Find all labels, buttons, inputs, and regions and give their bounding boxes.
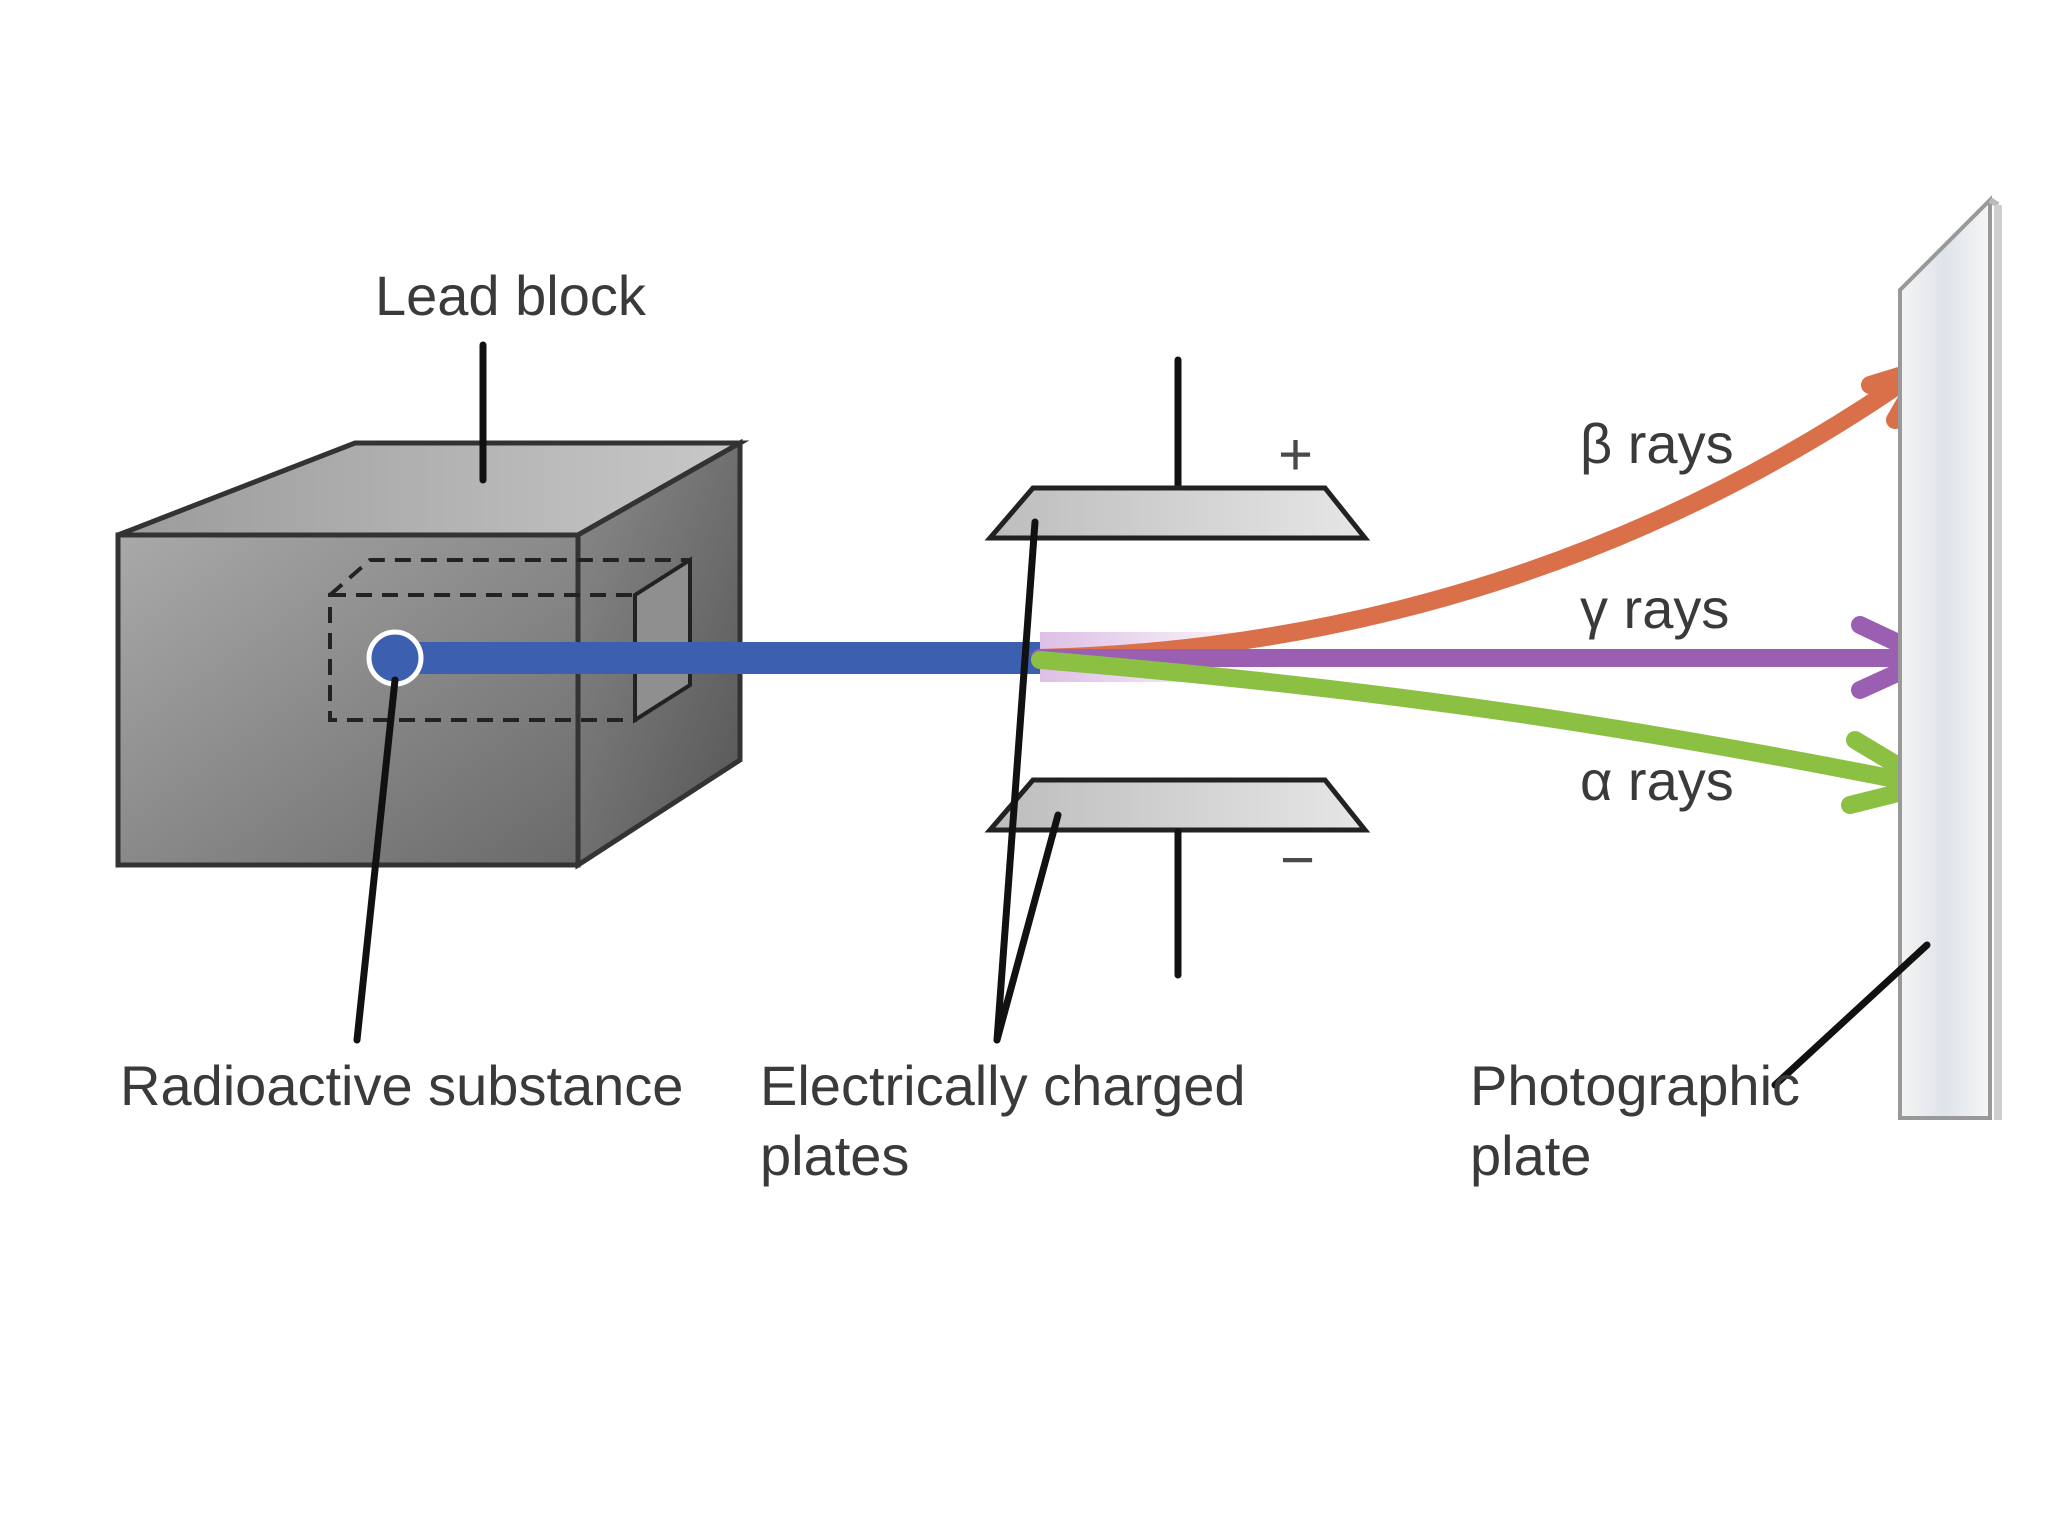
positive-plate-body bbox=[984, 485, 1371, 541]
radiation-beam bbox=[390, 642, 1040, 674]
gamma-rays-label: γ rays bbox=[1580, 577, 1729, 640]
radioactive-substance-label: Radioactive substance bbox=[120, 1054, 683, 1117]
beta-rays-label: β rays bbox=[1580, 412, 1734, 475]
plates-pointer-lower bbox=[993, 811, 1062, 1044]
negative-plate bbox=[984, 777, 1371, 979]
plates-pointer-upper bbox=[993, 518, 1039, 1044]
radioactive-substance-pointer bbox=[353, 676, 399, 1044]
photographic-plate bbox=[1898, 195, 2002, 1120]
photographic-plate-pointer bbox=[1771, 941, 1931, 1089]
plates-label-line1: Electrically charged bbox=[760, 1054, 1246, 1117]
negative-plate-body bbox=[984, 777, 1371, 833]
photographic-plate-label-line1: Photographic bbox=[1470, 1054, 1800, 1117]
plus-sign: + bbox=[1278, 421, 1313, 488]
lead-block-label: Lead block bbox=[375, 264, 647, 327]
photographic-plate-label-line2: plate bbox=[1470, 1124, 1591, 1187]
alpha-rays-label: α rays bbox=[1580, 749, 1734, 812]
radioactive-source bbox=[366, 629, 424, 687]
photographic-plate-face bbox=[1898, 195, 1992, 1120]
plates-label-line2: plates bbox=[760, 1124, 909, 1187]
positive-plate bbox=[984, 356, 1371, 541]
cavity-opening bbox=[633, 556, 692, 724]
lead-block-front bbox=[115, 532, 581, 868]
minus-sign: − bbox=[1280, 826, 1315, 893]
